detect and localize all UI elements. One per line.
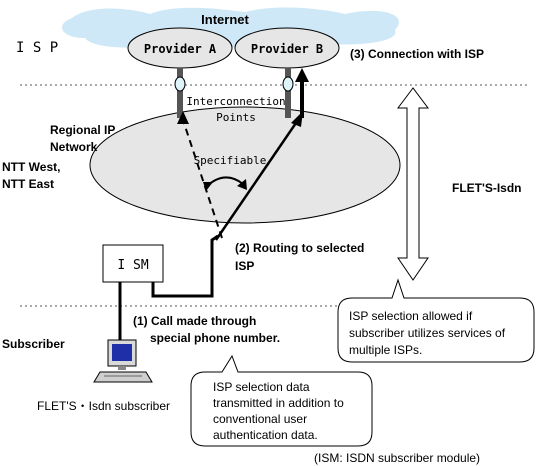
selection-arrow-left	[203, 182, 213, 191]
flets-isdn-label: FLET'S-Isdn	[452, 181, 522, 195]
ism-label: I SM	[117, 258, 148, 273]
call-label-line1: (1) Call made through	[133, 314, 256, 328]
regional-label-line2: Network	[50, 140, 98, 154]
interconnection-point-icon	[282, 76, 294, 92]
interconnection-point-icon	[174, 76, 186, 92]
connection-label: (3) Connection with ISP	[350, 47, 484, 61]
internet-label: Internet	[201, 12, 249, 27]
data-line1: ISP selection data	[213, 380, 310, 394]
computer-icon	[93, 339, 153, 383]
interconnection-label-line1: Interconnection	[186, 95, 285, 108]
isp-selection-line3: multiple ISPs.	[349, 343, 422, 357]
route-to-provider-b	[214, 119, 300, 241]
routing-label-line1: (2) Routing to selected	[235, 241, 364, 255]
data-line2: transmitted in addition to	[213, 396, 344, 410]
provider-b-stem	[285, 68, 291, 118]
footnote: (ISM: ISDN subscriber module)	[314, 451, 480, 465]
provider-a-stem	[177, 68, 183, 118]
connection-arrow	[295, 68, 309, 82]
subscriber-label: Subscriber	[2, 337, 65, 351]
subscriber-pc-label: FLET'S・Isdn subscriber	[37, 399, 170, 413]
call-label-line2: special phone number.	[150, 331, 280, 345]
regional-label-line1: Regional IP	[50, 123, 115, 137]
interconnection-label-line2: Points	[216, 111, 256, 124]
route-to-provider-a	[182, 119, 223, 239]
isp-selection-callout	[337, 278, 535, 363]
data-line3: conventional user	[213, 412, 307, 426]
ism-to-network-route	[151, 234, 219, 298]
routing-label-line2: ISP	[235, 259, 254, 273]
isp-selection-line2: subscriber utilizes services of	[349, 326, 506, 340]
ntt-label-line2: NTT East	[2, 177, 54, 191]
selection-data-callout	[190, 354, 373, 447]
ism-box	[102, 244, 164, 283]
regional-ip-network	[89, 106, 401, 224]
flets-isdn-span-arrow	[397, 87, 429, 281]
isp-selection-line1: ISP selection allowed if	[349, 309, 473, 323]
data-line4: authentication data.	[213, 428, 318, 442]
provider-b-label: Provider B	[251, 42, 323, 56]
ntt-label-line1: NTT West,	[2, 160, 60, 174]
provider-a-label: Provider A	[144, 42, 217, 56]
provider-a-arrow	[177, 111, 189, 124]
selection-arrow-right	[237, 179, 247, 190]
isp-label: I S P	[16, 40, 58, 56]
specifiable-label: Specifiable	[194, 154, 267, 167]
